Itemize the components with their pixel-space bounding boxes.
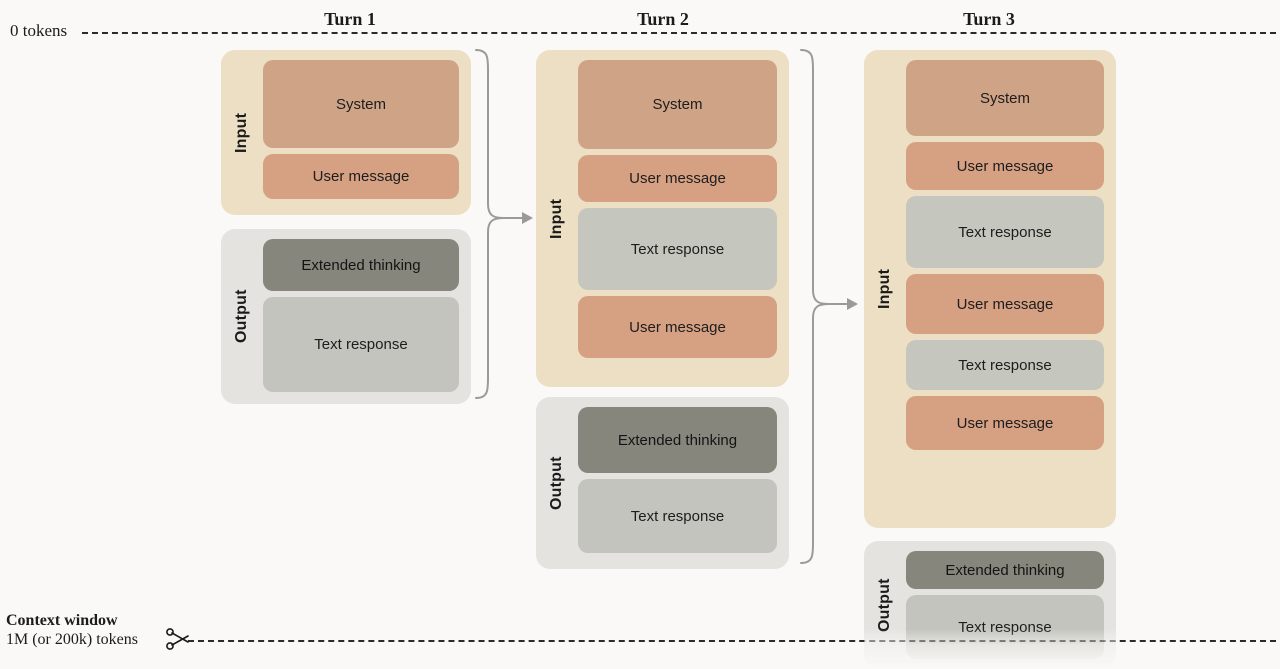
block-extended-thinking[interactable]: Extended thinking [578, 407, 777, 473]
output-group-label: Output [876, 578, 893, 632]
block-text-response[interactable]: Text response [906, 196, 1104, 268]
input-group-label: Input [876, 268, 893, 310]
block-system[interactable]: System [906, 60, 1104, 136]
block-text-response[interactable]: Text response [263, 297, 459, 392]
turn-2-to-turn-3-arrow [800, 49, 858, 564]
turn-2-output-group: Output Extended thinking Text response [536, 397, 789, 569]
block-text-response[interactable]: Text response [906, 340, 1104, 390]
turn-2-input-blocks: System User message Text response User m… [578, 50, 789, 387]
turn-title-1: Turn 1 [324, 9, 376, 29]
block-user-message[interactable]: User message [578, 296, 777, 358]
turn-title-2: Turn 2 [637, 9, 689, 29]
turn-title-3: Turn 3 [963, 9, 1015, 29]
block-system[interactable]: System [263, 60, 459, 148]
turn-1-input-group: Input System User message [221, 50, 471, 215]
block-extended-thinking[interactable]: Extended thinking [906, 551, 1104, 590]
scissors-icon [166, 628, 189, 650]
block-system[interactable]: System [578, 60, 777, 149]
turn-1-output-blocks: Extended thinking Text response [263, 229, 471, 404]
context-window-subtitle: 1M (or 200k) tokens [6, 631, 138, 648]
input-group-label: Input [233, 112, 250, 153]
block-user-message[interactable]: User message [906, 274, 1104, 334]
block-user-message[interactable]: User message [906, 396, 1104, 450]
block-text-response[interactable]: Text response [578, 479, 777, 553]
turn-3-output-blocks: Extended thinking Text response [906, 541, 1116, 669]
block-user-message[interactable]: User message [263, 154, 459, 199]
turn-2-input-group: Input System User message Text response … [536, 50, 789, 387]
block-extended-thinking[interactable]: Extended thinking [263, 239, 459, 291]
context-window-title: Context window [6, 612, 118, 629]
block-text-response[interactable]: Text response [578, 208, 777, 290]
bottom-context-boundary-line [188, 640, 1276, 642]
block-text-response[interactable]: Text response [906, 595, 1104, 659]
turn-1-input-blocks: System User message [263, 50, 471, 215]
turn-1-to-turn-2-arrow [475, 49, 533, 399]
input-group-label: Input [548, 198, 565, 239]
turn-3-output-group: Output Extended thinking Text response [864, 541, 1116, 669]
top-context-boundary-line [82, 32, 1276, 34]
turn-3-input-blocks: System User message Text response User m… [906, 50, 1116, 528]
block-user-message[interactable]: User message [578, 155, 777, 202]
turn-2-output-blocks: Extended thinking Text response [578, 397, 789, 569]
turn-1-output-group: Output Extended thinking Text response [221, 229, 471, 404]
output-group-label: Output [548, 456, 565, 510]
block-user-message[interactable]: User message [906, 142, 1104, 190]
zero-tokens-label: 0 tokens [10, 21, 68, 40]
turn-3-input-group: Input System User message Text response … [864, 50, 1116, 528]
output-group-label: Output [233, 289, 250, 344]
